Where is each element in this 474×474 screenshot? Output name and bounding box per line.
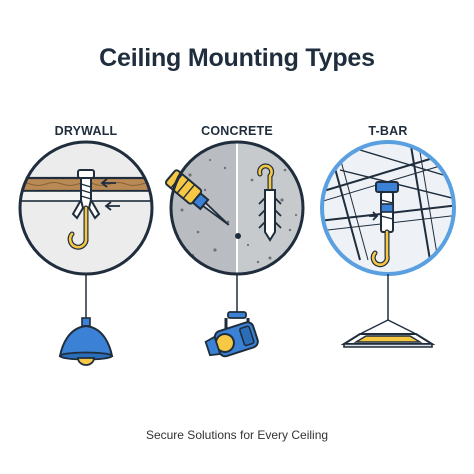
concrete-drill-icon [164,140,305,276]
panel-light-icon [340,319,436,348]
tbar-clip-icon [320,140,456,276]
label-drywall: DRYWALL [54,124,118,138]
footer-tagline: Secure Solutions for Every Ceiling [145,428,329,442]
page-title: Ceiling Mounting Types [99,44,375,72]
label-tbar: T-BAR [368,124,408,138]
label-concrete: CONCRETE [201,124,273,138]
spotlight-icon [204,311,259,358]
pendant-lamp-icon [58,317,114,366]
drywall-anchor-icon [18,140,154,276]
